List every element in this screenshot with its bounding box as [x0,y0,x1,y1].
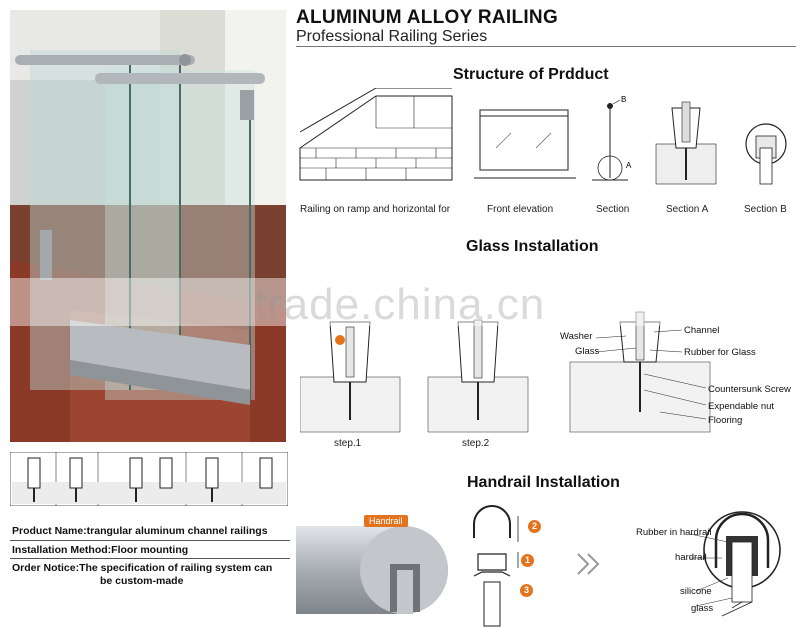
section-b-drawing [745,123,787,185]
section-drawing: B A [592,95,632,181]
mark-b: B [621,95,626,104]
watermark-band [0,278,800,326]
step-2-label: step.2 [462,438,490,449]
ramp-railing-drawing [299,88,453,181]
page-title: ALUMINUM ALLOY RAILING [296,7,559,28]
structure-heading: Structure of Prdduct [453,66,609,83]
info-divider-2 [10,558,290,559]
glass-section-drawing [569,311,711,433]
caption-ramp: Railing on ramp and horizontal for [300,204,451,215]
step-1-label: step.1 [334,438,362,449]
step-number-1: 1 [521,554,534,567]
info-divider-1 [10,540,290,541]
label-channel: Channel [684,325,720,336]
glass-installation-diagrams [300,311,711,433]
label-glass-handrail: glass [691,603,714,614]
mark-a: A [626,161,632,170]
glass-installation-heading: Glass Installation [466,238,599,255]
label-silicone: silicone [680,586,712,597]
step-2-drawing [427,319,529,433]
label-rubber-hardrail: Rubber in hardrail [636,527,712,538]
handrail-exploded-drawing [473,505,519,627]
front-elevation-drawing [474,109,576,179]
label-nut: Expendable nut [708,401,775,412]
handrail-assembled-drawing [689,511,781,617]
chevron-right-icon [577,553,600,575]
structure-diagrams: B A [299,88,787,185]
header-divider [296,46,796,47]
step-number-3: 3 [520,584,533,597]
product-name: Product Name:trangular aluminum channel … [12,525,268,537]
label-glass: Glass [575,346,600,357]
step-1-drawing [300,321,401,433]
handrail-installation-heading: Handrail Installation [467,474,620,491]
caption-front: Front elevation [487,204,554,215]
caption-section-b: Section B [744,204,787,215]
order-notice: Order Notice:The specification of railin… [12,562,273,574]
caption-section-a: Section A [666,204,709,215]
label-rubber: Rubber for Glass [684,347,756,358]
installation-strip [10,452,288,506]
watermark: trade.china.cn [254,280,546,329]
page-subtitle: Professional Railing Series [296,28,488,45]
handrail-profile [296,526,448,614]
label-screw: Countersunk Screw [708,384,791,395]
label-washer: Washer [560,331,593,342]
product-photo [10,10,286,442]
label-flooring: Flooring [708,415,743,426]
handrail-tag: Handrail [364,515,408,527]
order-notice-cont: be custom-made [100,575,184,587]
step-number-2: 2 [528,520,541,533]
label-hardrail: hardrail [675,552,707,563]
section-a-drawing [655,101,717,185]
caption-section: Section [596,204,630,215]
installation-method: Installation Method:Floor mounting [12,544,189,556]
handrail-installation-diagrams [473,505,781,627]
